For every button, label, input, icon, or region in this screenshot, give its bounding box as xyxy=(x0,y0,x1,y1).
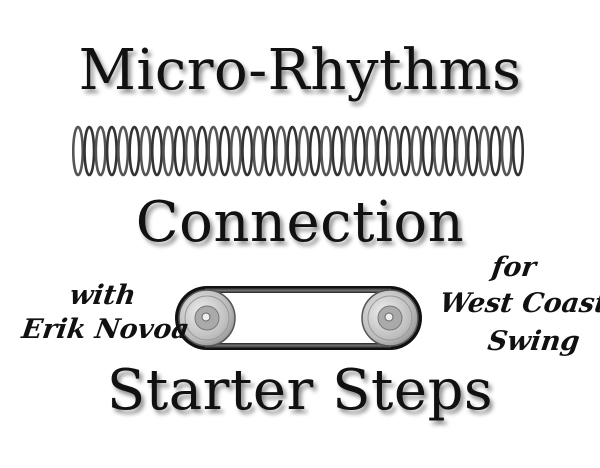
spring-coil xyxy=(410,125,423,177)
spring-coil xyxy=(387,125,400,177)
spring-coil xyxy=(500,125,513,177)
title-micro-rhythms: Micro-Rhythms xyxy=(78,38,522,103)
spring-coil xyxy=(105,125,118,177)
title-starter-steps: Starter Steps xyxy=(106,358,494,423)
note-erik-novoa: Erik Novoa xyxy=(19,314,192,345)
note-for: for xyxy=(489,252,539,283)
spring-coil xyxy=(376,125,389,177)
spring-coil xyxy=(354,125,367,177)
spring-coil xyxy=(207,125,220,177)
title-connection: Connection xyxy=(135,190,465,255)
spring-coil xyxy=(117,125,130,177)
spring-coil xyxy=(297,125,310,177)
spring-coil xyxy=(128,125,141,177)
spring-coil xyxy=(432,125,446,177)
spring-coil xyxy=(139,125,152,177)
left-pulley-icon xyxy=(178,289,236,347)
spring-coil xyxy=(218,125,231,177)
spring-coil xyxy=(444,125,457,177)
spring-coil xyxy=(466,125,479,177)
spring-coil xyxy=(71,125,85,177)
spring-coil xyxy=(286,125,299,177)
spring-coil xyxy=(342,125,355,177)
spring-coil xyxy=(478,125,491,177)
spring-coil xyxy=(320,125,333,177)
spring-coil xyxy=(229,125,242,177)
spring-coil xyxy=(365,125,378,177)
spring-coil xyxy=(263,125,276,177)
note-with: with xyxy=(67,280,138,311)
spring-coil xyxy=(308,125,321,177)
note-swing: Swing xyxy=(485,326,582,357)
spring-coil xyxy=(489,125,502,177)
spring-coil xyxy=(252,125,265,177)
spring-coil xyxy=(83,125,96,177)
spring-coil xyxy=(184,125,197,177)
note-west-coast: West Coast xyxy=(437,288,600,319)
spring-coil xyxy=(162,125,175,177)
spring-coil xyxy=(455,125,468,177)
spring-coil xyxy=(173,125,186,177)
spring-coil xyxy=(511,125,525,177)
spring-coil xyxy=(331,125,344,177)
spring-coil xyxy=(241,125,254,177)
spring-coil xyxy=(150,125,164,177)
spring-coil xyxy=(94,125,107,177)
spring-coil xyxy=(399,125,412,177)
spring-coil xyxy=(421,125,434,177)
right-pulley-icon xyxy=(361,289,419,347)
spring-coil xyxy=(196,125,209,177)
spring-coil xyxy=(275,125,288,177)
